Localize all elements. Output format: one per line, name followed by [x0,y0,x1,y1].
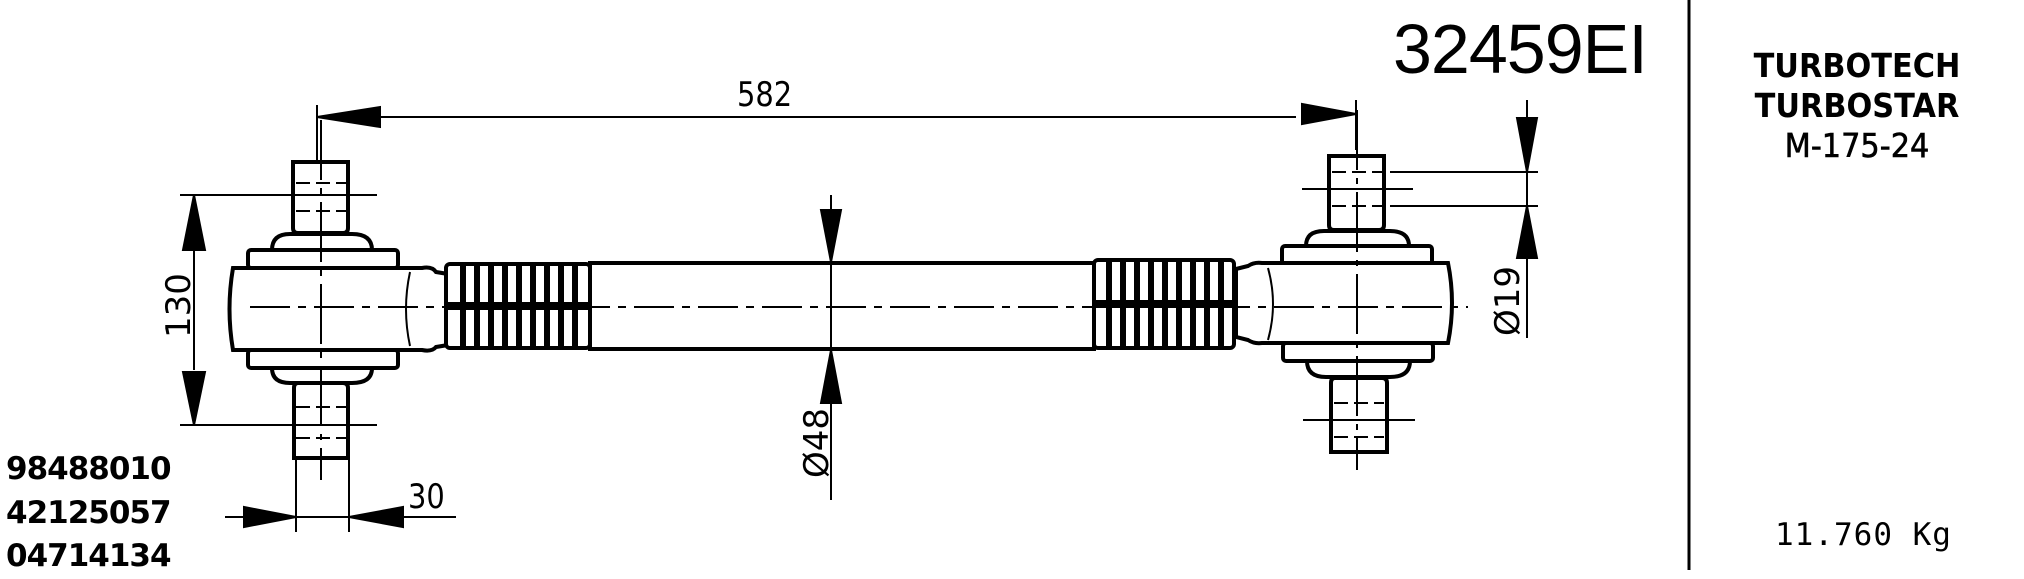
right-clamp-sleeve [1092,258,1236,350]
brand-block: TURBOTECH TURBOSTAR M-175-24 [1719,46,1995,166]
left-pin-centerlines [180,120,377,480]
left-eye-neck-curve [405,271,411,347]
dimension-pin-diameter [1515,100,1539,338]
dimension-overall-length [316,100,1357,160]
weight-label: 11.760 Kg [1775,517,1952,553]
dimension-tube-diameter [819,195,843,500]
cross-reference-list: 98488010 42125057 04714134 [6,448,172,579]
reference-code: 32459EI [1393,10,1648,88]
left-eye-joint [227,160,450,460]
pin-width-label: 30 [408,477,445,517]
cross-reference-item: 42125057 [6,494,172,531]
brand-line-1: TURBOTECH [1753,46,1961,85]
brand-line-2: TURBOSTAR [1754,86,1960,125]
cross-reference-item: 04714134 [6,538,172,574]
dimension-pin-width [225,460,456,532]
tube-diameter-label: Ø48 [797,407,837,479]
brand-line-3: M-175-24 [1784,126,1930,166]
eye-height-label: 130 [159,273,199,338]
right-eye-neck-curve [1267,267,1274,341]
cross-reference-item: 98488010 [6,451,172,487]
overall-length-label: 582 [737,75,793,115]
right-eye-joint [1234,154,1454,454]
dimension-eye-height [181,194,207,426]
pin-diameter-label: Ø19 [1488,265,1528,337]
right-pin-centerlines [1302,110,1538,470]
